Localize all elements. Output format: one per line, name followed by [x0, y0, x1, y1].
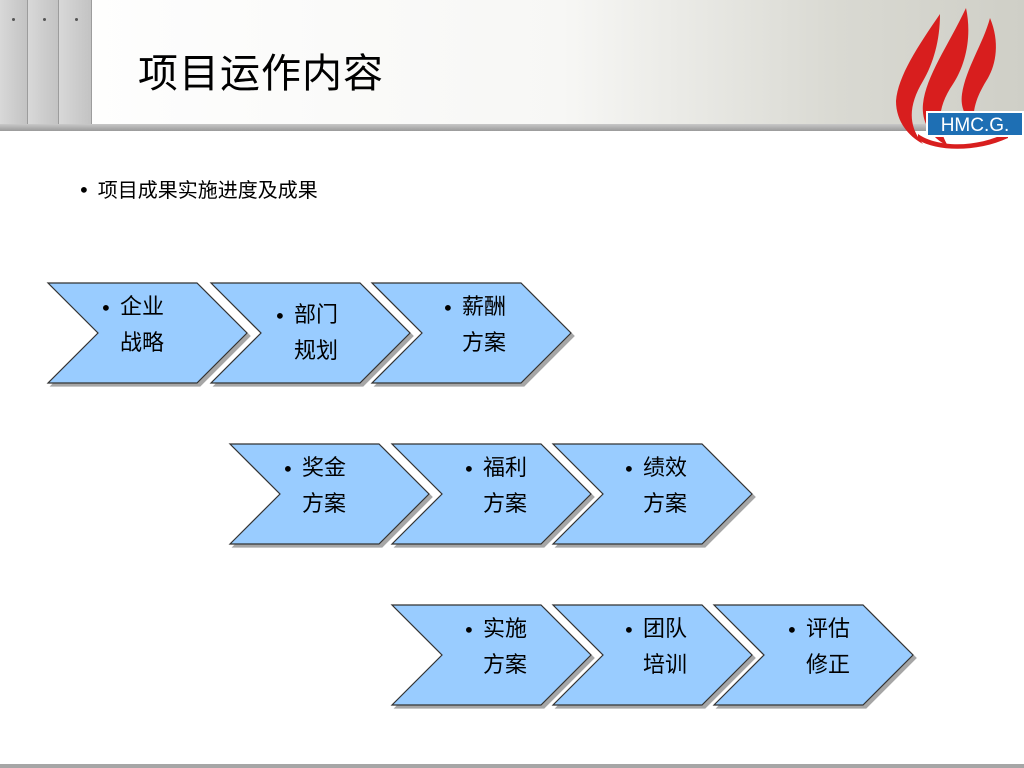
chevron-label: •福利方案	[463, 456, 528, 517]
chevron-label: •薪酬方案	[442, 295, 507, 356]
chevron-label: •实施方案	[463, 617, 528, 678]
chevron-label: •评估修正	[786, 617, 851, 678]
footer-rule	[0, 764, 1024, 768]
chevron-label: •奖金方案	[282, 456, 347, 517]
chevron-step	[370, 282, 572, 384]
chevron-step	[712, 604, 914, 706]
header-band	[0, 0, 1024, 126]
bullet-text: 项目成果实施进度及成果	[97, 178, 318, 202]
page-title: 项目运作内容	[138, 51, 384, 97]
chevron-step	[390, 443, 592, 545]
chevron-step	[228, 443, 430, 545]
bullet-item: •项目成果实施进度及成果	[78, 178, 318, 202]
chevron-label: •部门规划	[274, 303, 339, 364]
chevron-label: •绩效方案	[623, 456, 688, 517]
chevron-label: •企业战略	[100, 295, 165, 356]
row-2-chevrons	[228, 443, 753, 545]
chevron-step	[209, 282, 411, 384]
chevron-step	[46, 282, 248, 384]
svg-text:HMC.G.: HMC.G.	[941, 115, 1010, 136]
row-3-chevrons	[390, 604, 914, 706]
chevron-step	[390, 604, 592, 706]
header-rule	[0, 124, 1024, 131]
row-1-chevrons	[46, 282, 572, 384]
chevron-label: •团队培训	[623, 617, 688, 678]
header-pillars-decoration	[0, 0, 92, 126]
chevron-step	[551, 443, 753, 545]
hmcg-logo: HMC.G.	[896, 8, 1024, 149]
chevron-step	[551, 604, 753, 706]
